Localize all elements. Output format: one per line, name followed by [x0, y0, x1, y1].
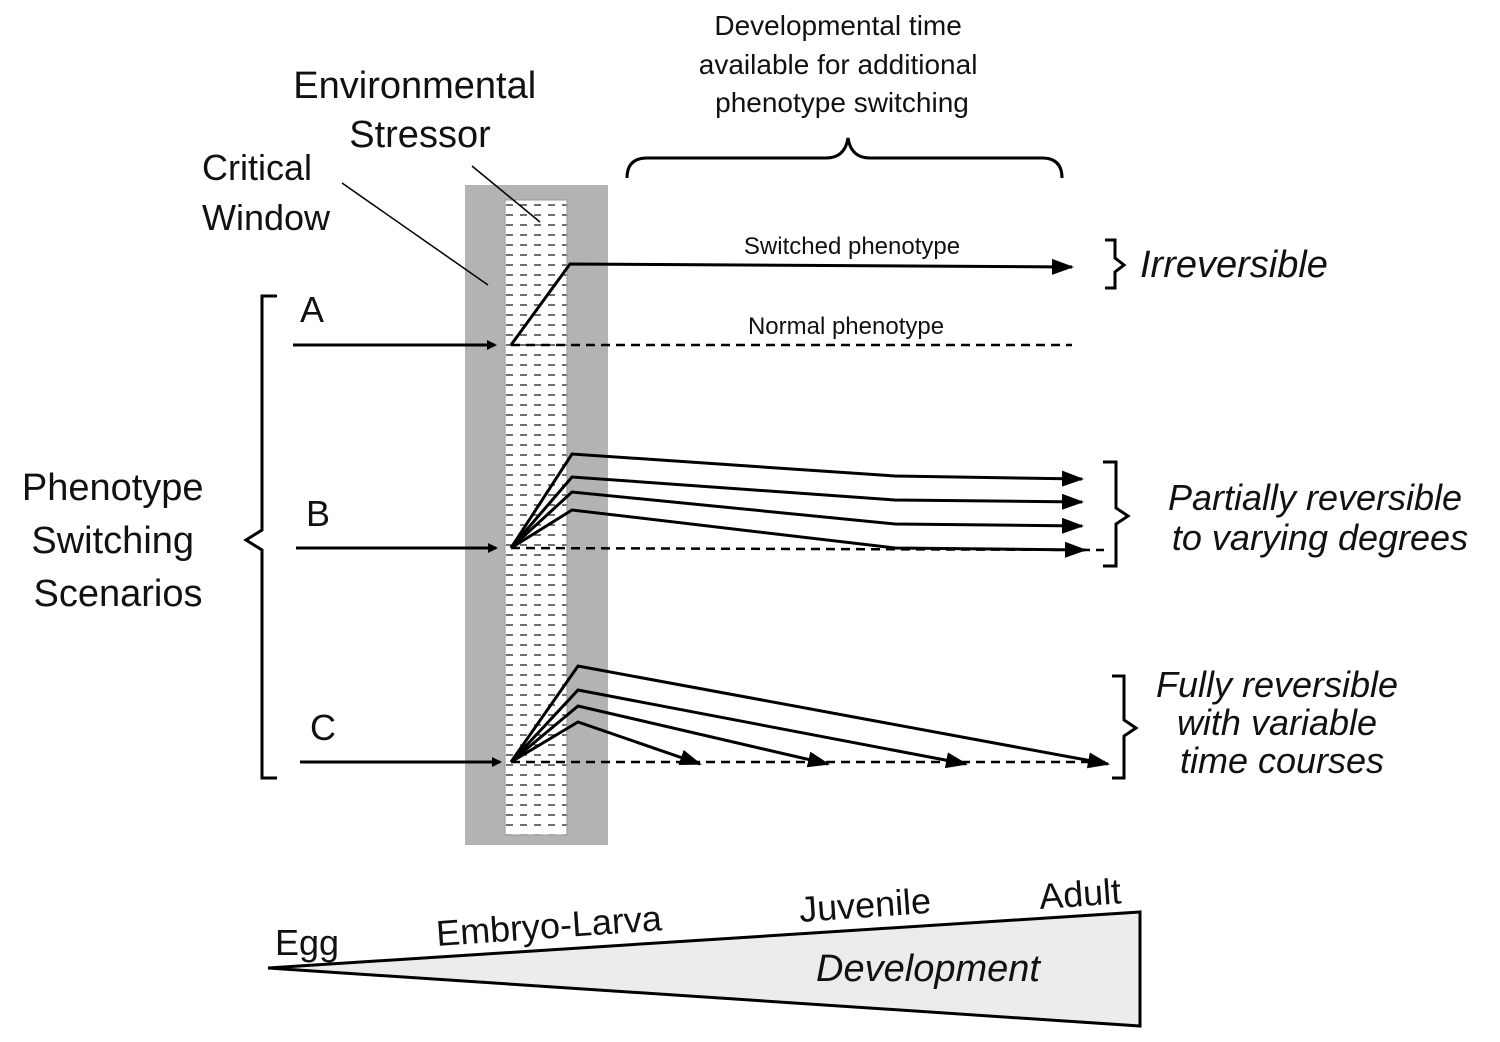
- stage-egg-label: Egg: [275, 922, 339, 963]
- fully-reversible-brace: [1112, 674, 1139, 780]
- full-reversible-path-3: [510, 704, 830, 768]
- development-wedge: [267, 910, 1142, 1028]
- switched-phenotype-label: Switched phenotype: [744, 233, 960, 260]
- irreversible-label: Irreversible: [1140, 244, 1328, 286]
- critical-window-label: Critical Window: [202, 147, 331, 238]
- scenario-b-label: B: [306, 493, 330, 534]
- normal-phenotype-label: Normal phenotype: [748, 313, 944, 340]
- scenarios-bracket: [243, 294, 277, 780]
- fully-reversible-label: Fully reversible with variable time cour…: [1156, 664, 1408, 781]
- scenario-b-normal-path: [510, 546, 1105, 552]
- partial-reversible-label: Partially reversible to varying degrees: [1168, 477, 1472, 558]
- full-reversible-path-1: [509, 664, 1110, 769]
- stage-adult-label: Adult: [1038, 870, 1123, 917]
- stressor-leader-line: [471, 165, 541, 223]
- critical-window-leader-line: [341, 182, 489, 286]
- scenario-a-label: A: [300, 289, 324, 330]
- partial-path-3: [509, 490, 1084, 550]
- scenario-c-label: C: [310, 707, 336, 748]
- stage-juvenile-label: Juvenile: [798, 880, 933, 930]
- full-reversible-path-4: [510, 720, 702, 766]
- irreversible-brace: [1105, 238, 1127, 290]
- developmental-time-label: Developmental time available for additio…: [699, 10, 985, 118]
- developmental-time-brace: [625, 137, 1064, 179]
- partial-path-2: [509, 475, 1084, 549]
- environmental-stressor-label: Environmental Stressor: [293, 65, 546, 156]
- scenarios-label: Phenotype Switching Scenarios: [22, 467, 214, 615]
- partial-reversible-brace: [1103, 460, 1131, 568]
- development-axis-label: Development: [816, 948, 1041, 990]
- partial-path-1: [509, 452, 1084, 549]
- switched-phenotype-path: [509, 258, 1074, 346]
- partial-path-4: [510, 508, 1087, 558]
- full-reversible-path-2: [509, 688, 968, 769]
